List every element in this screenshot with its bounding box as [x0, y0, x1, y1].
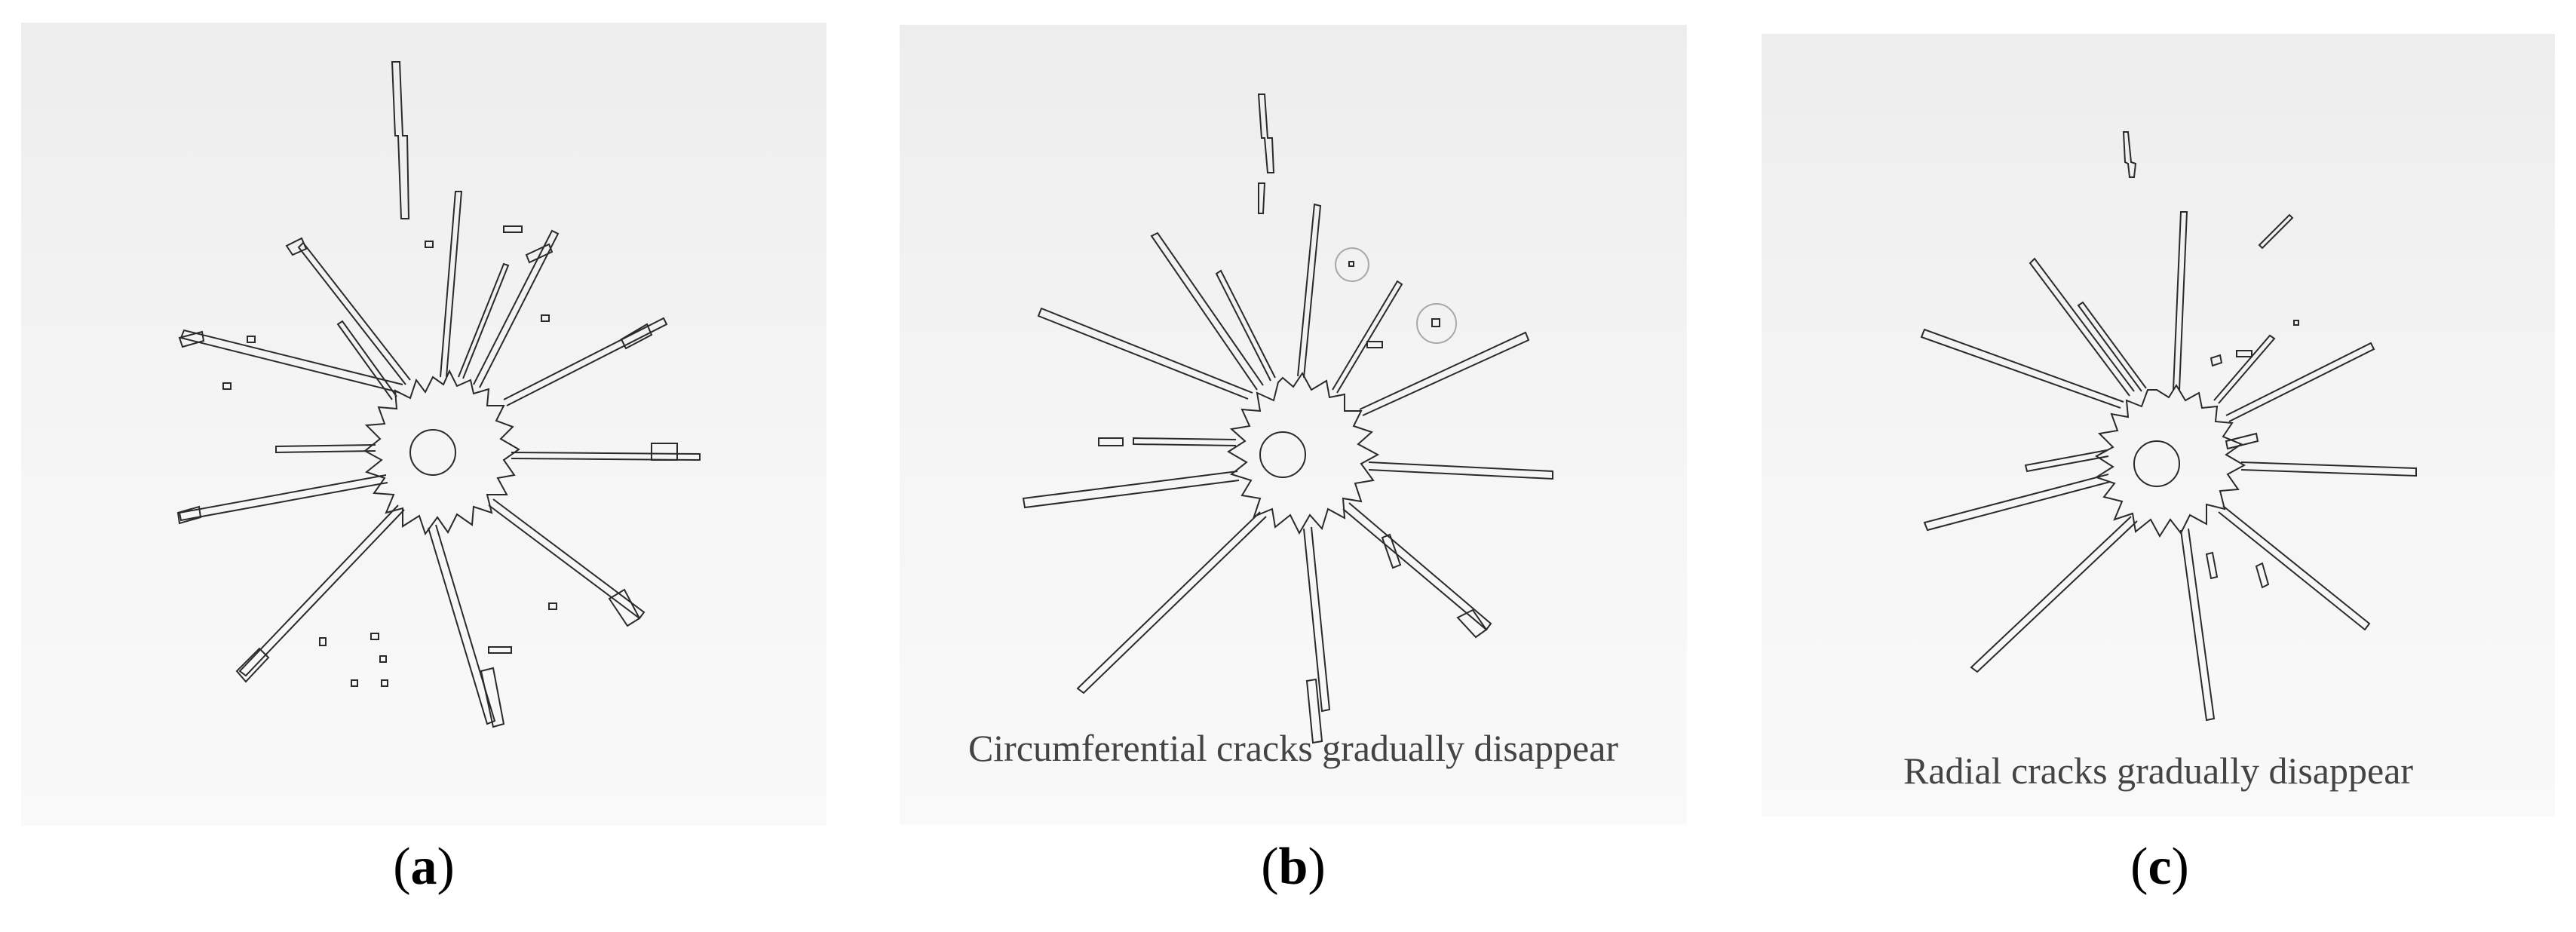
- debris: [1431, 318, 1440, 327]
- radial-crack: [179, 329, 403, 393]
- crack-fragment: [285, 237, 308, 256]
- panel-c: Radial cracks gradually disappear: [1762, 34, 2555, 817]
- radial-crack: [2240, 461, 2417, 477]
- panel-label-c: (c): [2130, 838, 2189, 896]
- radial-crack: [2213, 334, 2276, 404]
- radial-crack: [336, 320, 397, 400]
- crack-fragment: [235, 647, 270, 683]
- radial-crack: [2180, 528, 2216, 722]
- debris: [222, 382, 232, 390]
- crack-fragment: [2255, 562, 2270, 589]
- crack-fragment: [2210, 354, 2223, 367]
- crack-fragment: [651, 443, 678, 461]
- radial-crack: [1303, 526, 1331, 713]
- radial-crack: [238, 504, 405, 677]
- radial-crack: [1150, 231, 1264, 391]
- radial-crack: [458, 262, 510, 379]
- crack-fragment: [620, 323, 653, 350]
- debris: [541, 314, 550, 322]
- radial-crack: [428, 524, 496, 725]
- radial-crack: [1920, 328, 2124, 409]
- radial-crack: [2077, 301, 2147, 392]
- radial-crack: [1970, 516, 2138, 673]
- radial-crack: [297, 241, 411, 385]
- crack-fragment: [1456, 609, 1488, 639]
- highlight-circle: [1416, 303, 1457, 344]
- crack-fragment: [1305, 678, 1323, 744]
- panel-a: [21, 23, 826, 826]
- debris: [381, 679, 388, 687]
- crack-fragment: [2225, 432, 2259, 450]
- debris: [425, 241, 434, 248]
- debris: [548, 602, 557, 610]
- crack-fragment: [1098, 437, 1124, 446]
- radial-crack: [2173, 211, 2188, 391]
- radial-crack: [1022, 471, 1240, 509]
- radial-crack: [2225, 342, 2375, 422]
- central-hole: [1259, 431, 1306, 478]
- radial-crack: [473, 229, 560, 388]
- radial-crack: [1297, 203, 1322, 379]
- panel-label-a: (a): [393, 838, 455, 896]
- radial-crack: [1215, 269, 1276, 382]
- debris: [2293, 320, 2299, 326]
- radial-crack: [1368, 461, 1553, 480]
- crack-fragment: [608, 588, 641, 627]
- crack-fragment: [525, 243, 554, 264]
- radial-crack: [1342, 502, 1492, 631]
- panel-b-caption: Circumferential cracks gradually disappe…: [968, 727, 1619, 769]
- central-hole: [2133, 440, 2180, 487]
- damage-zone: [363, 369, 520, 536]
- radial-crack: [2029, 257, 2135, 397]
- debris: [379, 655, 387, 663]
- radial-crack: [1037, 307, 1253, 400]
- crack-fragment: [2258, 213, 2294, 250]
- panel-b: Circumferential cracks gradually disappe…: [900, 25, 1687, 824]
- crack-fragment: [1381, 533, 1402, 569]
- debris: [247, 336, 256, 343]
- crack-pattern-a: [176, 61, 701, 728]
- radial-crack: [1076, 511, 1267, 694]
- radial-crack: [440, 191, 463, 378]
- debris: [1366, 341, 1383, 348]
- highlight-circle: [1335, 247, 1369, 282]
- debris: [503, 225, 523, 233]
- crack-pattern-b: [1022, 94, 1553, 744]
- radial-crack: [488, 498, 646, 620]
- crack-fragment: [176, 505, 202, 525]
- radial-crack: [2024, 449, 2109, 473]
- debris: [319, 637, 327, 646]
- crack-fragment: [2122, 131, 2137, 178]
- radial-crack: [503, 317, 668, 406]
- debris: [488, 646, 512, 654]
- debris: [370, 633, 379, 640]
- crack-fragment: [480, 667, 505, 728]
- crack-pattern-c: [1920, 131, 2417, 722]
- damage-zone: [1227, 372, 1380, 535]
- crack-fragment: [1258, 182, 1266, 214]
- radial-crack: [1923, 474, 2111, 532]
- radial-crack: [1133, 437, 1237, 446]
- crack-fragment: [2205, 551, 2219, 580]
- debris: [1348, 261, 1354, 267]
- debris: [351, 679, 358, 687]
- radial-crack: [2218, 505, 2371, 631]
- central-hole: [409, 429, 456, 476]
- panel-c-caption: Radial cracks gradually disappear: [1903, 750, 2414, 792]
- crack-fragment: [391, 61, 410, 219]
- radial-crack: [178, 474, 388, 522]
- panel-label-b: (b): [1261, 838, 1326, 896]
- crack-fragment: [178, 330, 205, 348]
- damage-zone: [2094, 384, 2246, 538]
- radial-crack: [511, 452, 701, 461]
- debris: [2236, 350, 2252, 357]
- radial-crack: [1332, 280, 1403, 394]
- crack-fragment: [1257, 94, 1275, 173]
- radial-crack: [1359, 331, 1530, 416]
- radial-crack: [275, 444, 376, 454]
